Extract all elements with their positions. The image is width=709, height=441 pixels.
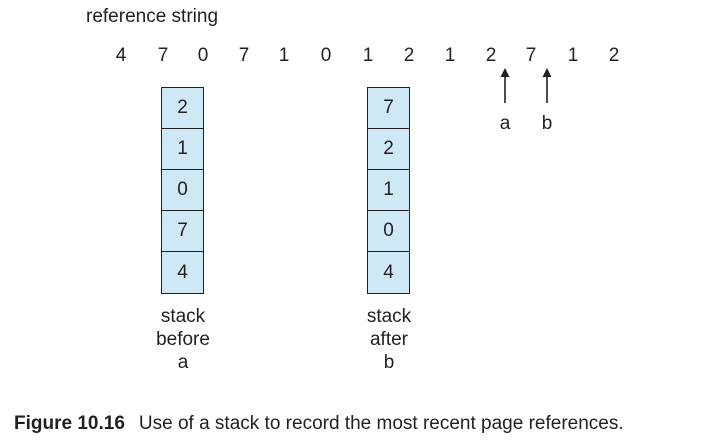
stack-cell: 0 <box>162 170 203 211</box>
stack-before-caption: stack before a <box>133 305 233 374</box>
stack-cell: 0 <box>368 211 409 252</box>
up-arrow-icon <box>500 68 510 103</box>
reference-item: 4 <box>115 45 127 66</box>
stack-cell: 4 <box>368 252 409 293</box>
marker-label: a <box>499 113 511 134</box>
reference-item: 1 <box>567 45 579 66</box>
stack-cell: 1 <box>162 129 203 170</box>
stack-cell: 4 <box>162 252 203 293</box>
stack-cell: 2 <box>162 88 203 129</box>
reference-string-title: reference string <box>86 6 219 27</box>
reference-item: 7 <box>525 45 537 66</box>
stack-before-a: 2 1 0 7 4 <box>161 87 204 294</box>
marker-label: b <box>541 113 553 134</box>
caption-line: a <box>177 352 189 373</box>
stack-cell: 2 <box>368 129 409 170</box>
caption-line: after <box>369 329 409 350</box>
reference-item: 0 <box>197 45 209 66</box>
reference-sequence: 4 7 0 7 1 0 1 2 1 2 7 1 2 <box>0 44 709 68</box>
stack-after-b: 7 2 1 0 4 <box>367 87 410 294</box>
up-arrow-icon <box>542 68 552 103</box>
reference-item: 7 <box>238 45 250 66</box>
caption-line: stack <box>160 306 206 327</box>
stack-after-caption: stack after b <box>339 305 439 374</box>
caption-line: b <box>383 352 395 373</box>
stack-cell: 1 <box>368 170 409 211</box>
reference-item: 1 <box>362 45 374 66</box>
caption-line: before <box>156 329 210 350</box>
figure-text: Use of a stack to record the most recent… <box>138 413 624 434</box>
figure-caption: Figure 10.16 Use of a stack to record the… <box>14 412 624 436</box>
reference-item: 1 <box>444 45 456 66</box>
stack-cell: 7 <box>162 211 203 252</box>
figure-number: Figure 10.16 <box>14 413 125 434</box>
reference-item: 7 <box>157 45 169 66</box>
marker-b: b <box>532 68 562 136</box>
reference-item: 2 <box>608 45 620 66</box>
marker-a: a <box>490 68 520 136</box>
reference-item: 2 <box>485 45 497 66</box>
reference-item: 2 <box>403 45 415 66</box>
reference-item: 1 <box>278 45 290 66</box>
caption-line: stack <box>366 306 412 327</box>
reference-item: 0 <box>320 45 332 66</box>
stack-cell: 7 <box>368 88 409 129</box>
